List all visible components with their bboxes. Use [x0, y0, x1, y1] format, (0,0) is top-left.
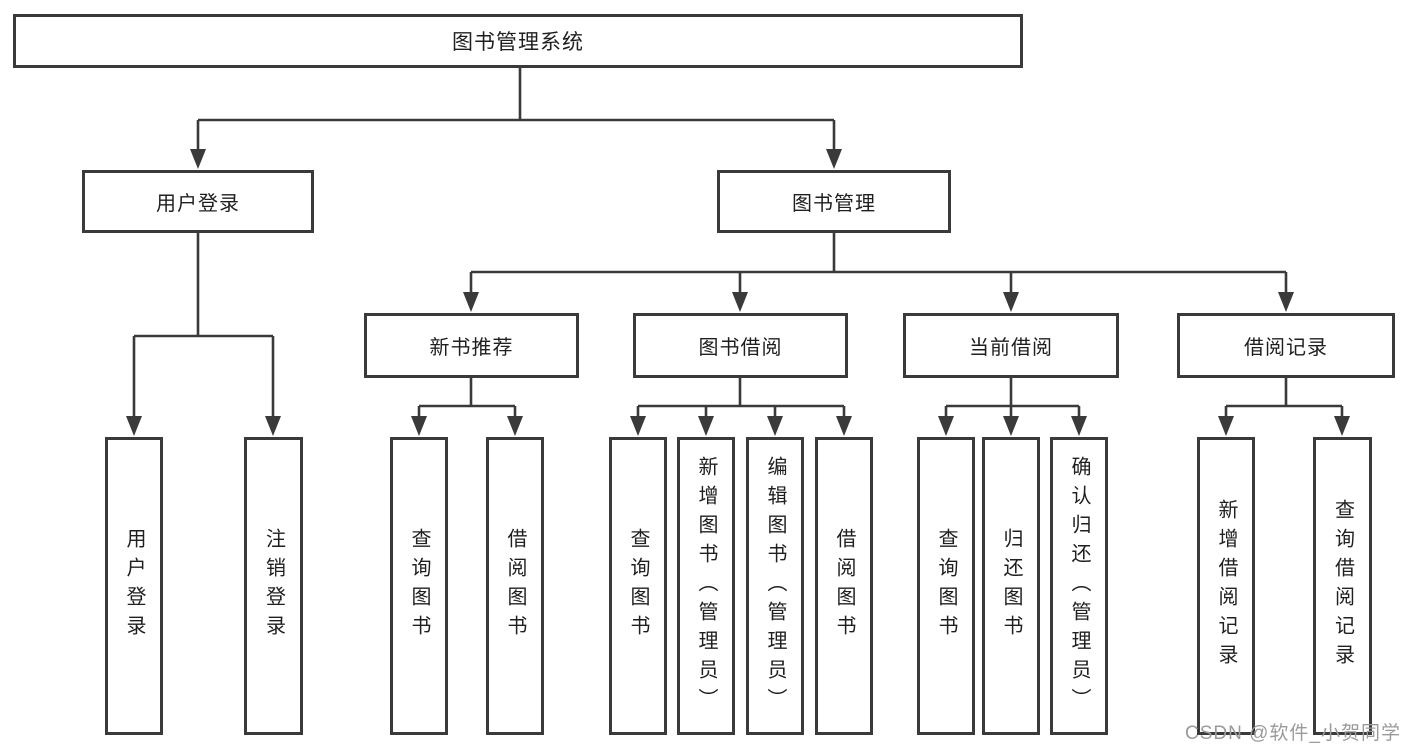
node-library-system: 图书管理系统	[13, 14, 1023, 68]
leaf-query-books-current-label: 查询图书	[935, 528, 957, 644]
leaf-borrow-books: 借阅图书	[815, 437, 873, 735]
leaf-query-borrow-record: 查询借阅记录	[1313, 437, 1372, 735]
node-borrow-records: 借阅记录	[1177, 313, 1395, 378]
leaf-query-books-recommend: 查询图书	[390, 437, 448, 735]
leaf-return-books: 归还图书	[982, 437, 1040, 735]
leaf-logout: 注销登录	[244, 437, 303, 735]
node-book-management-label: 图书管理	[792, 193, 876, 215]
node-current-borrow-label: 当前借阅	[969, 337, 1053, 359]
leaf-query-books-borrow: 查询图书	[609, 437, 667, 735]
node-user-login-label: 用户登录	[156, 193, 240, 215]
leaf-borrow-books-recommend-label: 借阅图书	[504, 528, 526, 644]
node-new-book-recommend: 新书推荐	[364, 313, 579, 378]
leaf-query-borrow-record-label: 查询借阅记录	[1331, 499, 1354, 673]
leaf-add-borrow-record-label: 新增借阅记录	[1215, 499, 1237, 673]
node-book-borrow-label: 图书借阅	[698, 337, 783, 359]
leaf-add-borrow-record: 新增借阅记录	[1197, 437, 1255, 735]
arrowheads	[126, 149, 1350, 436]
leaf-query-books-current: 查询图书	[917, 437, 975, 735]
node-book-management: 图书管理	[717, 170, 951, 233]
leaf-logout-label: 注销登录	[262, 528, 285, 644]
leaf-return-books-label: 归还图书	[1000, 528, 1022, 644]
leaf-edit-books-admin-label: 编辑图书（管理员）	[764, 455, 786, 717]
leaf-add-books-admin-label: 新增图书（管理员）	[695, 455, 717, 717]
leaf-edit-books-admin: 编辑图书（管理员）	[746, 437, 804, 735]
leaf-borrow-books-label: 借阅图书	[833, 528, 855, 644]
node-borrow-records-label: 借阅记录	[1244, 337, 1328, 359]
csdn-watermark: CSDN @软件_小贺同学	[1185, 723, 1401, 744]
leaf-confirm-return-admin-label: 确认归还（管理员）	[1068, 455, 1090, 717]
leaf-borrow-books-recommend: 借阅图书	[486, 437, 544, 735]
node-book-borrow: 图书借阅	[633, 313, 848, 378]
node-library-system-label: 图书管理系统	[452, 31, 584, 54]
node-new-book-recommend-label: 新书推荐	[429, 337, 514, 359]
node-current-borrow: 当前借阅	[903, 313, 1119, 378]
leaf-confirm-return-admin: 确认归还（管理员）	[1050, 437, 1108, 735]
leaf-user-login: 用户登录	[105, 437, 163, 735]
leaf-query-books-borrow-label: 查询图书	[627, 528, 649, 644]
leaf-add-books-admin: 新增图书（管理员）	[677, 437, 735, 735]
leaf-query-books-recommend-label: 查询图书	[408, 528, 430, 644]
node-user-login: 用户登录	[82, 170, 314, 233]
leaf-user-login-label: 用户登录	[123, 528, 145, 644]
